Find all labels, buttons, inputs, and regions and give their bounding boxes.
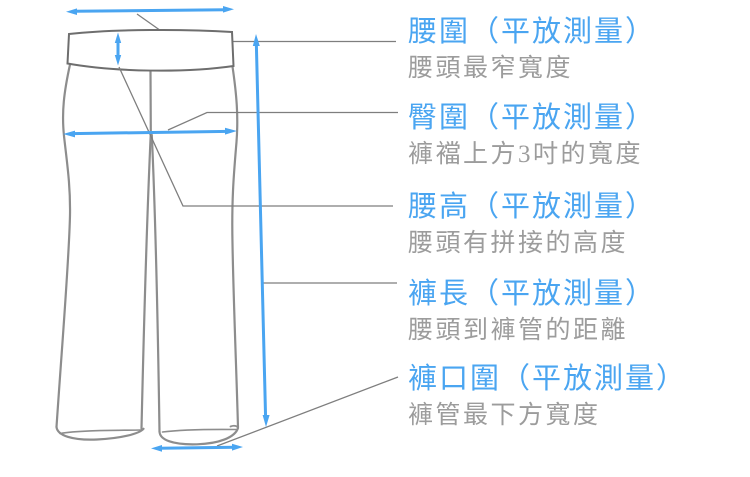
pants-left-hem [55,425,145,441]
pants-left-hem-fold [59,429,142,435]
arrowhead-left [66,8,77,15]
waistband [66,28,235,72]
arrowhead-right [232,443,243,451]
pants-right-hem-fold [161,428,237,433]
label-waist-width-desc: 腰頭最窄寬度 [408,55,574,82]
label-leg-opening: 褲口圍（平放測量） 褲管最下方寬度 [408,361,743,431]
arrowhead-down [114,55,122,66]
arrowhead-down [262,415,270,427]
pants-right-outer-seam [231,65,240,429]
leg-opening-arrow [151,443,243,452]
label-pant-length: 褲長（平放測量） 腰頭到褲管的距離 [408,276,743,346]
hip-width-arrow [63,127,237,138]
waistband-base [67,29,234,71]
arrowhead-up [252,34,260,46]
leader-leg-opening [216,376,399,447]
label-waistband-height-title: 腰高（平放測量） [408,191,657,223]
label-waist-width: 腰圍（平放測量） 腰頭最窄寬度 [408,14,743,84]
pants-left-inseam [140,131,152,430]
label-leg-opening-desc: 褲管最下方寬度 [408,402,601,429]
label-hip-width-desc: 褲襠上方3吋的寬度 [408,141,644,168]
arrowhead-right [223,6,234,13]
leader-waistband-height [118,66,393,207]
pants-right-hem-notch [229,424,239,429]
arrowhead-up [114,32,122,43]
label-pant-length-desc: 腰頭到褲管的距離 [408,317,629,344]
label-pant-length-title: 褲長（平放測量） [408,278,657,310]
pants-right-hem [158,426,240,446]
arrowhead-left [63,130,75,138]
label-leg-opening-title: 褲口圍（平放測量） [408,363,688,395]
label-hip-width: 臀圍（平放測量） 褲襠上方3吋的寬度 [408,100,743,170]
pants-sketch [55,63,240,446]
label-waistband-height-desc: 腰頭有拼接的高度 [408,230,629,257]
label-waistband-height: 腰高（平放測量） 腰頭有拼接的高度 [408,189,743,259]
arrowhead-right [225,127,237,135]
leader-hip-width [167,111,398,131]
pants-left-outer-seam [55,63,72,429]
leader-lines [118,66,399,447]
waist-width-arrow [66,6,234,15]
measurement-arrows [63,6,270,452]
label-hip-width-title: 臀圍（平放測量） [408,102,657,134]
waistband-crosshatch [66,28,235,72]
pants-right-inseam [150,133,161,433]
waistband-height-arrow [114,32,122,66]
pant-length-arrow [252,34,270,427]
label-waist-width-title: 腰圍（平放測量） [408,16,657,48]
arrowhead-left [151,445,162,452]
